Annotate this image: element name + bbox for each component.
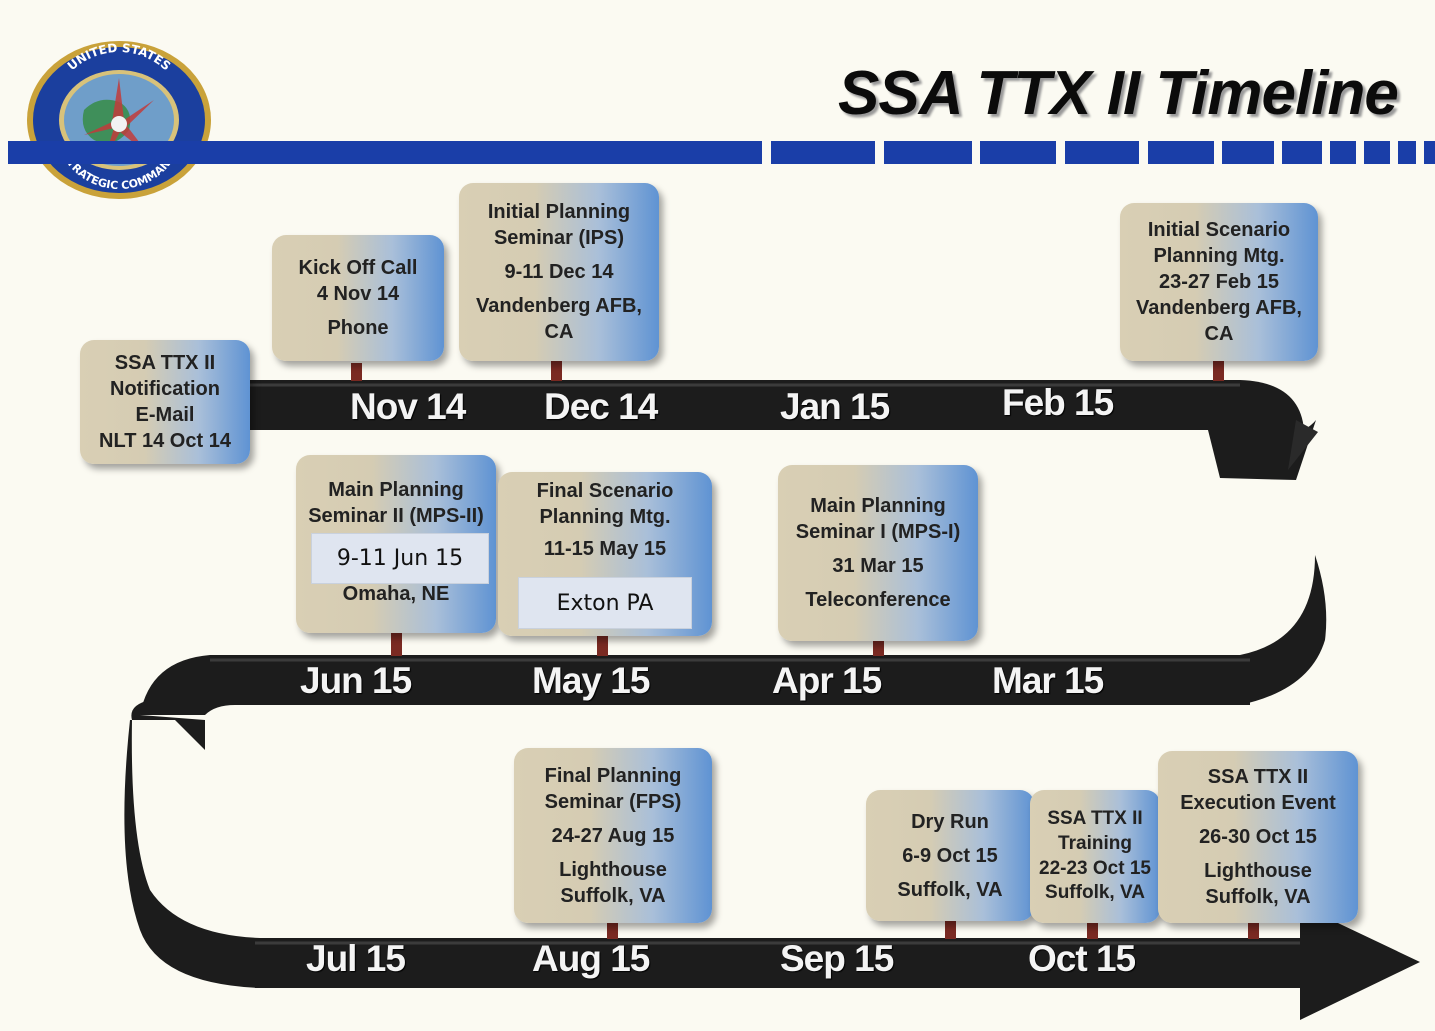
event-line: Omaha, NE [342, 583, 450, 605]
month-label: Jun 15 [300, 660, 412, 701]
page-title: SSA TTX II Timeline [838, 59, 1399, 128]
event-line: Execution Event [1180, 792, 1336, 814]
event-ips: Initial Planning Seminar (IPS) 9-11 Dec … [459, 183, 659, 361]
event-line: 24-27 Aug 15 [551, 824, 675, 847]
timeline-pin [1087, 923, 1098, 939]
road-turn-right [1208, 420, 1327, 705]
event-line: Phone [327, 317, 389, 339]
month-label: Feb 15 [1002, 382, 1114, 423]
event-line: Suffolk, VA [560, 884, 666, 907]
month-label: Dec 14 [544, 386, 658, 427]
event-line: Planning Mtg. [1153, 245, 1285, 267]
event-line: CA [1204, 323, 1234, 345]
fspm-location-overlay: Exton PA [518, 577, 692, 629]
timeline-pin [597, 636, 608, 656]
timeline-pin [351, 363, 362, 381]
event-line: Initial Scenario [1147, 219, 1291, 241]
event-line: E-Mail [135, 404, 195, 426]
event-line: Training [1058, 832, 1132, 854]
timeline-pin [551, 361, 562, 381]
event-line: Suffolk, VA [1205, 886, 1311, 908]
event-line: 11-15 May 15 [543, 538, 667, 560]
event-line: 26-30 Oct 15 [1199, 826, 1317, 848]
month-label: Jan 15 [780, 386, 890, 427]
event-line: Planning Mtg. [539, 506, 671, 528]
event-line: SSA TTX II [1207, 766, 1309, 788]
month-label: Mar 15 [992, 660, 1104, 701]
road-row3 [255, 905, 1420, 1020]
event-line: SSA TTX II [114, 352, 216, 374]
event-line: Dry Run [911, 810, 989, 833]
event-fps: Final Planning Seminar (FPS) 24-27 Aug 1… [514, 748, 712, 923]
event-line: Suffolk, VA [897, 878, 1003, 901]
month-label: Apr 15 [772, 660, 882, 701]
event-line: Teleconference [805, 589, 951, 611]
event-line: Notification [110, 378, 220, 400]
road-turn-left [124, 700, 260, 988]
event-line: Seminar (IPS) [493, 227, 625, 249]
event-line: Vandenberg AFB, [1136, 297, 1302, 319]
event-line: 23-27 Feb 15 [1158, 271, 1280, 293]
month-label: May 15 [532, 660, 650, 701]
event-line: 31 Mar 15 [832, 555, 924, 577]
month-label: Aug 15 [532, 938, 650, 979]
road-row2 [140, 655, 1250, 715]
event-line: 22-23 Oct 15 [1039, 857, 1151, 879]
event-line: Seminar I (MPS-I) [795, 521, 961, 543]
month-label: Sep 15 [780, 938, 894, 979]
event-line: CA [544, 321, 574, 343]
event-line: Seminar (FPS) [544, 790, 682, 813]
timeline-pin [1248, 923, 1259, 939]
event-kickoff: Kick Off Call 4 Nov 14 Phone [272, 235, 444, 361]
timeline-pin [945, 921, 956, 939]
event-execution: SSA TTX II Execution Event 26-30 Oct 15 … [1158, 751, 1358, 923]
month-label: Nov 14 [350, 386, 466, 427]
timeline-pin [607, 923, 618, 939]
mps-ii-date-overlay: 9-11 Jun 15 [311, 533, 489, 584]
event-line: Final Scenario [536, 480, 674, 502]
timeline-pin [873, 641, 884, 656]
event-mps-i: Main Planning Seminar I (MPS-I) 31 Mar 1… [778, 465, 978, 641]
event-line: Vandenberg AFB, [476, 295, 642, 317]
event-line: SSA TTX II [1047, 808, 1143, 830]
event-initial-scenario-planning: Initial Scenario Planning Mtg. 23-27 Feb… [1120, 203, 1318, 361]
event-line: Final Planning [544, 764, 682, 787]
event-line: 9-11 Dec 14 [504, 261, 614, 283]
event-line: Main Planning [328, 479, 464, 501]
month-label: Jul 15 [306, 938, 406, 979]
event-training: SSA TTX II Training 22-23 Oct 15 Suffolk… [1030, 790, 1160, 923]
road-row1 [240, 380, 1304, 430]
event-line: Lighthouse [559, 858, 667, 881]
timeline-pin [391, 633, 402, 656]
event-line: Initial Planning [487, 201, 631, 223]
event-line: Seminar II (MPS-II) [308, 505, 484, 527]
event-line: NLT 14 Oct 14 [99, 430, 231, 452]
event-notification: SSA TTX II Notification E-Mail NLT 14 Oc… [80, 340, 250, 464]
event-line: Kick Off Call [298, 257, 418, 279]
event-dry-run: Dry Run 6-9 Oct 15 Suffolk, VA [866, 790, 1034, 921]
month-label: Oct 15 [1028, 938, 1136, 979]
event-line: Lighthouse [1204, 860, 1312, 882]
timeline-pin [1213, 361, 1224, 381]
event-line: 4 Nov 14 [316, 283, 400, 305]
event-line: Suffolk, VA [1045, 882, 1145, 904]
event-line: 6-9 Oct 15 [902, 844, 998, 867]
event-line: Main Planning [810, 495, 946, 517]
